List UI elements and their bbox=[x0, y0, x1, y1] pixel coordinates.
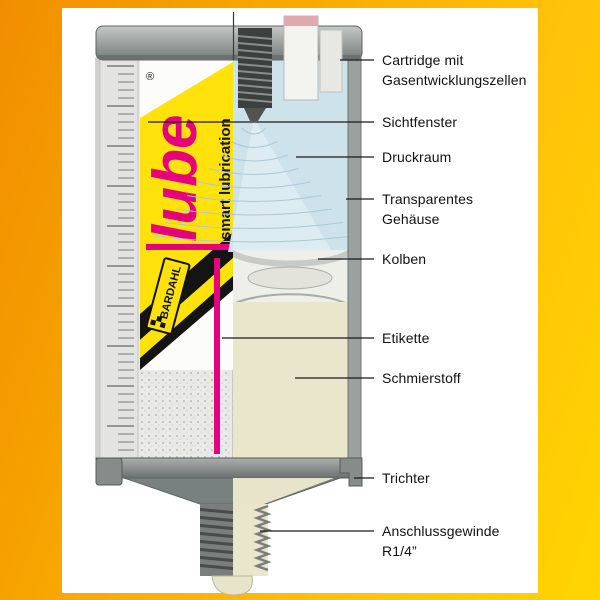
scale-ticks bbox=[107, 65, 134, 451]
callout-etikette: Etikette bbox=[382, 330, 430, 346]
nozzle bbox=[244, 108, 266, 121]
spray-cone bbox=[153, 118, 355, 252]
connection-thread bbox=[200, 504, 272, 596]
registered-mark: ® bbox=[146, 71, 154, 83]
piston bbox=[232, 250, 349, 305]
gas-cell-pink-cap bbox=[284, 16, 318, 26]
funnel bbox=[95, 457, 363, 505]
callout-anschluss: Anschlussgewinde R1/4” bbox=[382, 523, 500, 559]
tagline-text: smart lubrication bbox=[217, 118, 234, 240]
callout-schmierstoff: Schmierstoff bbox=[382, 370, 461, 386]
product-sticker: BARDAHL lube ® smart lubrication bbox=[140, 60, 234, 454]
gas-cells bbox=[237, 15, 343, 121]
gas-cell-white bbox=[283, 15, 319, 101]
callout-druckraum: Druckraum bbox=[382, 149, 452, 165]
leader-lines bbox=[148, 59, 374, 532]
brand-lube-text: lube bbox=[141, 115, 210, 242]
magenta-bar-horizontal bbox=[146, 244, 233, 250]
gas-cell-insert bbox=[238, 28, 272, 108]
bardahl-logo: BARDAHL bbox=[145, 257, 191, 335]
callout-cartridge: Cartridge mit Gasentwicklungszellen bbox=[382, 52, 527, 88]
callout-trichter: Trichter bbox=[382, 470, 430, 486]
thread-tip bbox=[211, 575, 253, 596]
callout-gehaeuse: Transparentes Gehäuse bbox=[382, 191, 474, 227]
magenta-bar-vertical bbox=[214, 258, 220, 454]
callout-kolben: Kolben bbox=[382, 251, 427, 267]
funnel-lubricant bbox=[233, 478, 334, 504]
sight-window-scale bbox=[99, 57, 139, 463]
callout-sichtfenster: Sichtfenster bbox=[382, 114, 458, 130]
lubricant-fill bbox=[233, 302, 348, 460]
